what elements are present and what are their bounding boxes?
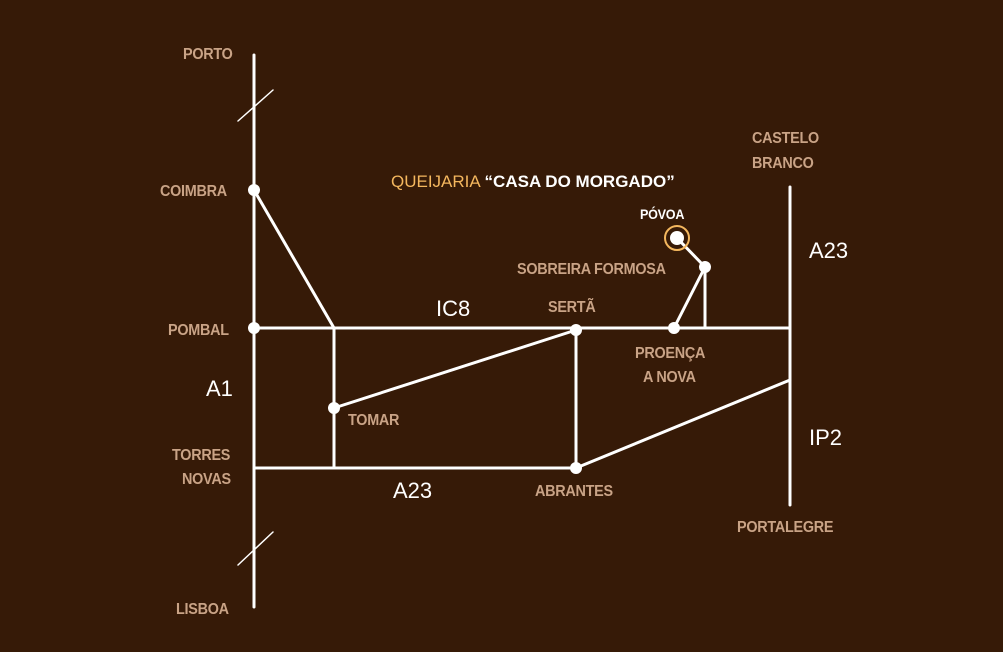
- coimbra-link: [252, 188, 336, 330]
- povoa-dot: [670, 231, 684, 245]
- break-mark-south: [237, 531, 274, 566]
- proenca-sobreira-road: [672, 265, 707, 330]
- label-lisboa: LISBOA: [176, 601, 229, 618]
- road-label-ic8: IC8: [436, 296, 471, 321]
- label-serta: SERTÃ: [548, 299, 596, 316]
- label-torres-novas-1: TORRES: [172, 447, 231, 464]
- proenca-dot: [668, 322, 680, 334]
- label-portalegre: PORTALEGRE: [737, 519, 834, 536]
- label-castelo-branco-1: CASTELO: [752, 130, 819, 147]
- pombal-dot: [248, 322, 260, 334]
- povoa-ring: [664, 225, 690, 251]
- tomar-dot: [328, 402, 340, 414]
- abrantes-dot: [570, 462, 582, 474]
- label-torres-novas-2: NOVAS: [182, 471, 231, 488]
- label-tomar: TOMAR: [348, 412, 400, 429]
- road-label-a23-east: A23: [809, 238, 849, 263]
- ip2-road: [574, 378, 792, 470]
- label-castelo-branco-2: BRANCO: [752, 155, 814, 172]
- label-proenca-2: A NOVA: [643, 369, 696, 386]
- label-porto: PORTO: [183, 46, 233, 63]
- label-coimbra: COIMBRA: [160, 183, 227, 200]
- map-title: QUEIJARIA “CASA DO MORGADO”: [391, 172, 675, 191]
- road-label-ip2: IP2: [809, 425, 843, 450]
- sobreira-dot: [699, 261, 711, 273]
- coimbra-dot: [248, 184, 260, 196]
- serta-dot: [570, 324, 582, 336]
- label-povoa: PÓVOA: [640, 206, 685, 222]
- label-sobreira-formosa: SOBREIRA FORMOSA: [517, 261, 666, 278]
- break-mark-north: [237, 89, 274, 122]
- label-pombal: POMBAL: [168, 322, 229, 339]
- road-label-a1: A1: [206, 376, 233, 401]
- label-abrantes: ABRANTES: [535, 483, 613, 500]
- label-proenca-1: PROENÇA: [635, 345, 706, 362]
- road-label-a23-south: A23: [393, 478, 433, 503]
- tomar-serta-road: [332, 328, 578, 410]
